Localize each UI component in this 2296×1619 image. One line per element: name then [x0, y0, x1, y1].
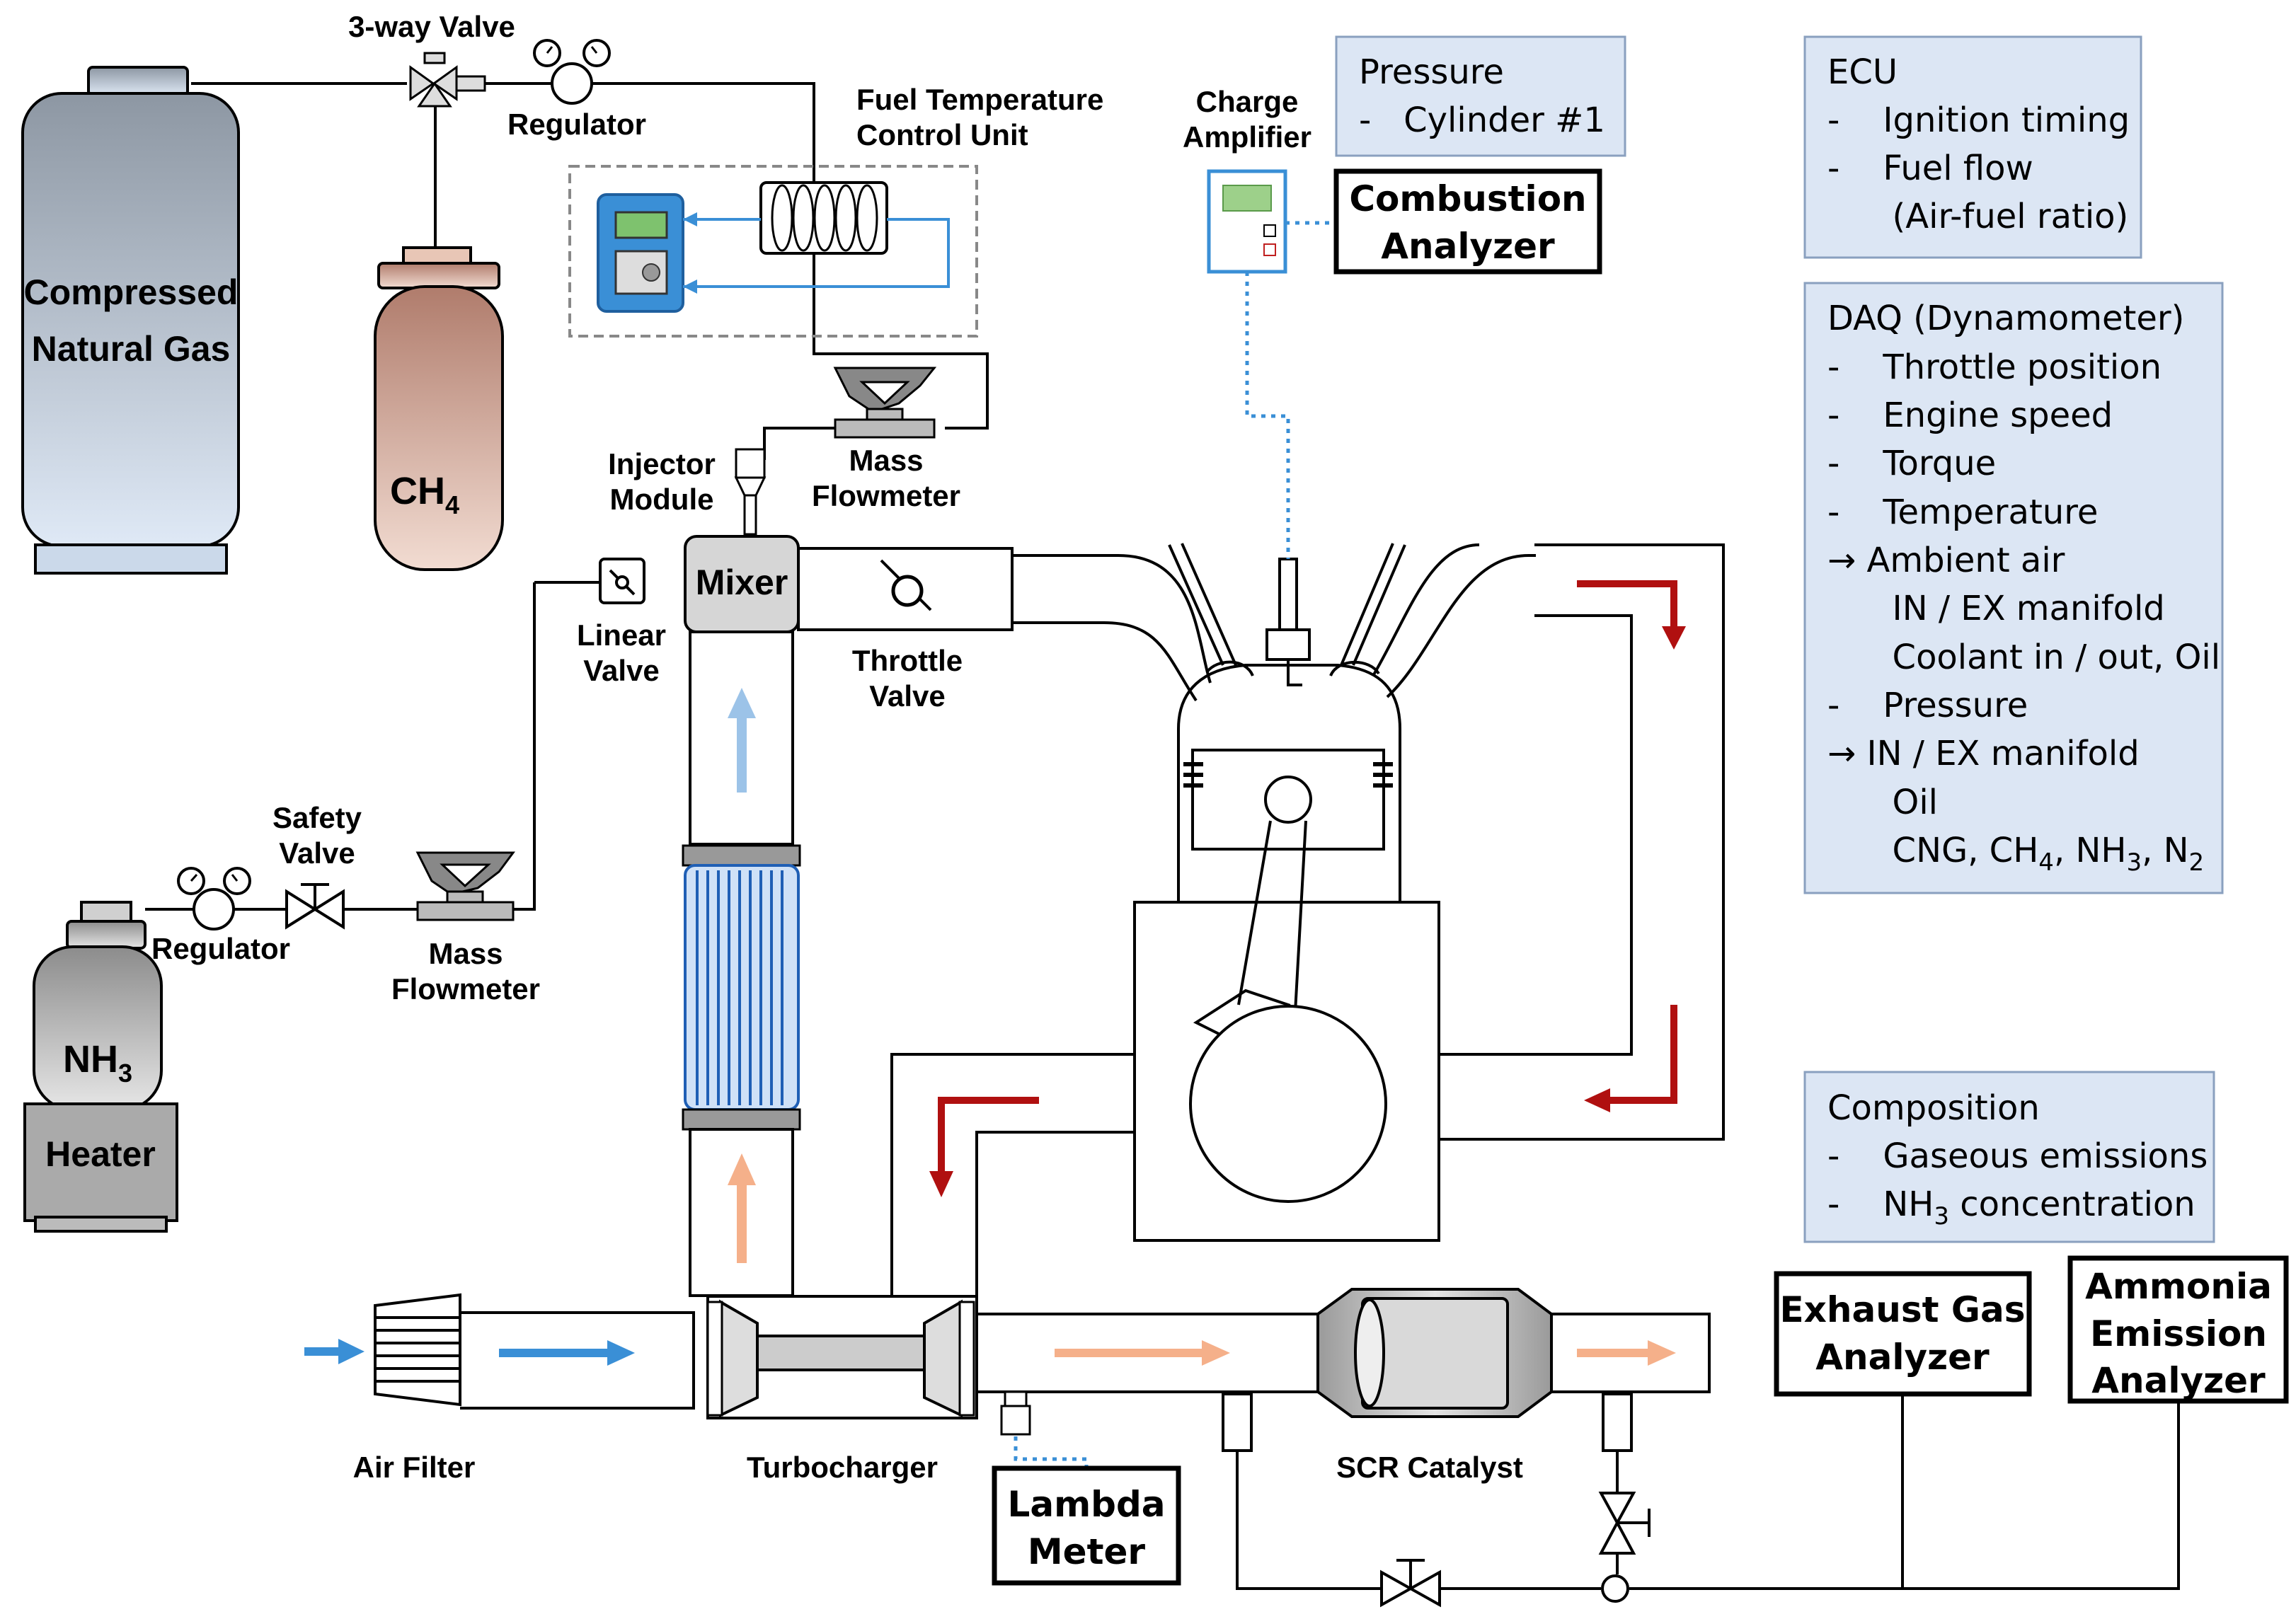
- daq-item-7: Coolant in / out, Oil: [1827, 638, 2220, 677]
- ftcu-label-1: Fuel Temperature: [856, 83, 1103, 116]
- mixer-label: Mixer: [696, 563, 788, 602]
- linear-valve-label-1: Linear: [577, 618, 666, 652]
- linear-valve-label-2: Valve: [583, 654, 659, 687]
- svg-text:CH4: CH4: [390, 470, 459, 519]
- mass-flowmeter-top-label-2: Flowmeter: [812, 479, 960, 512]
- daq-item-9: → IN / EX manifold: [1827, 734, 2140, 773]
- ch4-tank: CH4: [374, 246, 504, 571]
- mass-flowmeter-bottom-label-1: Mass: [428, 937, 503, 970]
- safety-valve-label-2: Valve: [279, 836, 355, 870]
- injector-label-1: Injector: [608, 447, 716, 480]
- sampling-lines: [1222, 1393, 2180, 1608]
- ecu-info-box: ECU - Ignition timing - Fuel flow (Air-f…: [1803, 35, 2142, 259]
- mass-flowmeter-bottom: Mass Flowmeter: [391, 851, 540, 1006]
- lambda-meter: Lambda Meter: [992, 1465, 1181, 1586]
- daq-item-4: - Temperature: [1827, 492, 2098, 532]
- exhaust-gas-analyzer: Exhaust Gas Analyzer: [1774, 1271, 2032, 1397]
- ammonia-analyzer-label-3: Analyzer: [2091, 1360, 2266, 1401]
- daq-item-11: CNG, CH4, NH3, N2: [1827, 831, 2204, 877]
- throttle-valve-label-2: Valve: [869, 679, 945, 713]
- turbocharger: Turbocharger: [706, 1295, 978, 1484]
- regulator-top-label: Regulator: [507, 108, 646, 141]
- exhaust-pipe: [977, 1313, 1711, 1393]
- ecu-item-3: (Air-fuel ratio): [1827, 197, 2128, 236]
- charge-amplifier: Charge Amplifier: [1183, 85, 1334, 559]
- lambda-meter-label-1: Lambda: [1007, 1484, 1165, 1525]
- daq-title: DAQ (Dynamometer): [1827, 299, 2184, 338]
- scr-catalyst: SCR Catalyst: [1316, 1288, 1553, 1484]
- air-filter: Air Filter: [304, 1293, 476, 1484]
- daq-item-6: IN / EX manifold: [1827, 589, 2165, 628]
- svg-text:NH3: NH3: [63, 1038, 132, 1088]
- nh3-label: NH: [63, 1038, 118, 1081]
- safety-valve-label-1: Safety: [272, 801, 362, 834]
- safety-valve: Safety Valve: [272, 801, 362, 930]
- daq-item-10: Oil: [1827, 783, 1938, 822]
- ftcu-label-2: Control Unit: [856, 118, 1028, 151]
- pressure-item-1: - Cylinder #1: [1359, 100, 1605, 140]
- ammonia-emission-analyzer: Ammonia Emission Analyzer: [2067, 1255, 2289, 1404]
- combustion-analyzer-label-2: Analyzer: [1381, 226, 1555, 267]
- mass-flowmeter-top-label-1: Mass: [849, 444, 923, 477]
- daq-info-box: DAQ (Dynamometer) - Throttle position - …: [1803, 282, 2224, 894]
- nh3-tank: NH3 Heater: [23, 901, 178, 1233]
- composition-item-1: - Gaseous emissions: [1827, 1136, 2208, 1176]
- pressure-info-box: Pressure - Cylinder #1: [1335, 35, 1626, 157]
- injector-label-2: Module: [610, 483, 714, 516]
- turbocharger-label: Turbocharger: [747, 1451, 938, 1484]
- intake-pipe: [460, 1311, 695, 1410]
- mass-flowmeter-bottom-label-2: Flowmeter: [391, 972, 540, 1006]
- exhaust-flow-arrow-3: [929, 1097, 1039, 1197]
- ammonia-analyzer-label-1: Ammonia: [2085, 1266, 2272, 1307]
- ch4-subscript: 4: [445, 490, 459, 519]
- ecu-title: ECU: [1827, 52, 1898, 92]
- daq-item-5: → Ambient air: [1827, 541, 2065, 580]
- charge-amplifier-label-1: Charge: [1196, 85, 1299, 118]
- cng-tank: Compressed Natural Gas: [21, 66, 240, 575]
- ecu-item-1: - Ignition timing: [1827, 100, 2130, 140]
- combustion-analyzer: Combustion Analyzer: [1333, 168, 1602, 275]
- lambda-meter-label-2: Meter: [1028, 1531, 1145, 1572]
- exhaust-gas-analyzer-label-2: Analyzer: [1815, 1337, 1990, 1378]
- three-way-valve: 3-way Valve: [348, 10, 515, 108]
- daq-item-2: - Engine speed: [1827, 396, 2113, 435]
- ecu-item-2: - Fuel flow: [1827, 149, 2033, 188]
- pressure-title: Pressure: [1359, 52, 1504, 92]
- intake-flow-arrow: [728, 688, 756, 793]
- composition-info-box: Composition - Gaseous emissions - NH3 co…: [1803, 1071, 2215, 1243]
- daq-item-3: - Torque: [1827, 444, 1996, 483]
- daq-item-8: - Pressure: [1827, 686, 2028, 725]
- cng-label-1: Compressed: [24, 272, 239, 312]
- regulator-bottom-label: Regulator: [151, 932, 290, 965]
- exhaust-flow-arrow-1: [1577, 580, 1686, 650]
- heater-label: Heater: [45, 1134, 156, 1174]
- nh3-subscript: 3: [118, 1059, 132, 1088]
- three-way-valve-label: 3-way Valve: [348, 10, 515, 43]
- intake-system: Mixer Throttle Valve: [682, 535, 1212, 1297]
- composition-title: Composition: [1827, 1088, 2040, 1128]
- regulator-bottom: Regulator: [151, 867, 290, 965]
- boost-flow-arrow: [728, 1153, 756, 1263]
- air-filter-label: Air Filter: [353, 1451, 476, 1484]
- ammonia-analyzer-label-2: Emission: [2090, 1313, 2267, 1354]
- ch4-label: CH: [390, 470, 445, 512]
- regulator-top: Regulator: [507, 39, 646, 141]
- linear-valve: Linear Valve: [577, 558, 666, 687]
- injector-module: Injector Module: [608, 447, 767, 536]
- throttle-valve-label-1: Throttle: [852, 644, 963, 677]
- charge-amplifier-label-2: Amplifier: [1183, 120, 1311, 154]
- daq-item-1: - Throttle position: [1827, 347, 2162, 387]
- combustion-analyzer-label-1: Combustion: [1349, 178, 1586, 219]
- lambda-sensor: [1000, 1390, 1089, 1468]
- mass-flowmeter-top: Mass Flowmeter: [812, 367, 960, 512]
- throttle-valve: Throttle Valve: [852, 559, 963, 713]
- exhaust-flow-arrow-2: [1584, 1005, 1677, 1112]
- fuel-temperature-control-unit: Fuel Temperature Control Unit: [568, 83, 1103, 338]
- cng-label-2: Natural Gas: [32, 329, 231, 369]
- scr-catalyst-label: SCR Catalyst: [1336, 1451, 1523, 1484]
- composition-item-2: - NH3 concentration: [1827, 1185, 2195, 1231]
- exhaust-gas-analyzer-label-1: Exhaust Gas: [1780, 1289, 2026, 1330]
- engine: [890, 543, 1725, 1295]
